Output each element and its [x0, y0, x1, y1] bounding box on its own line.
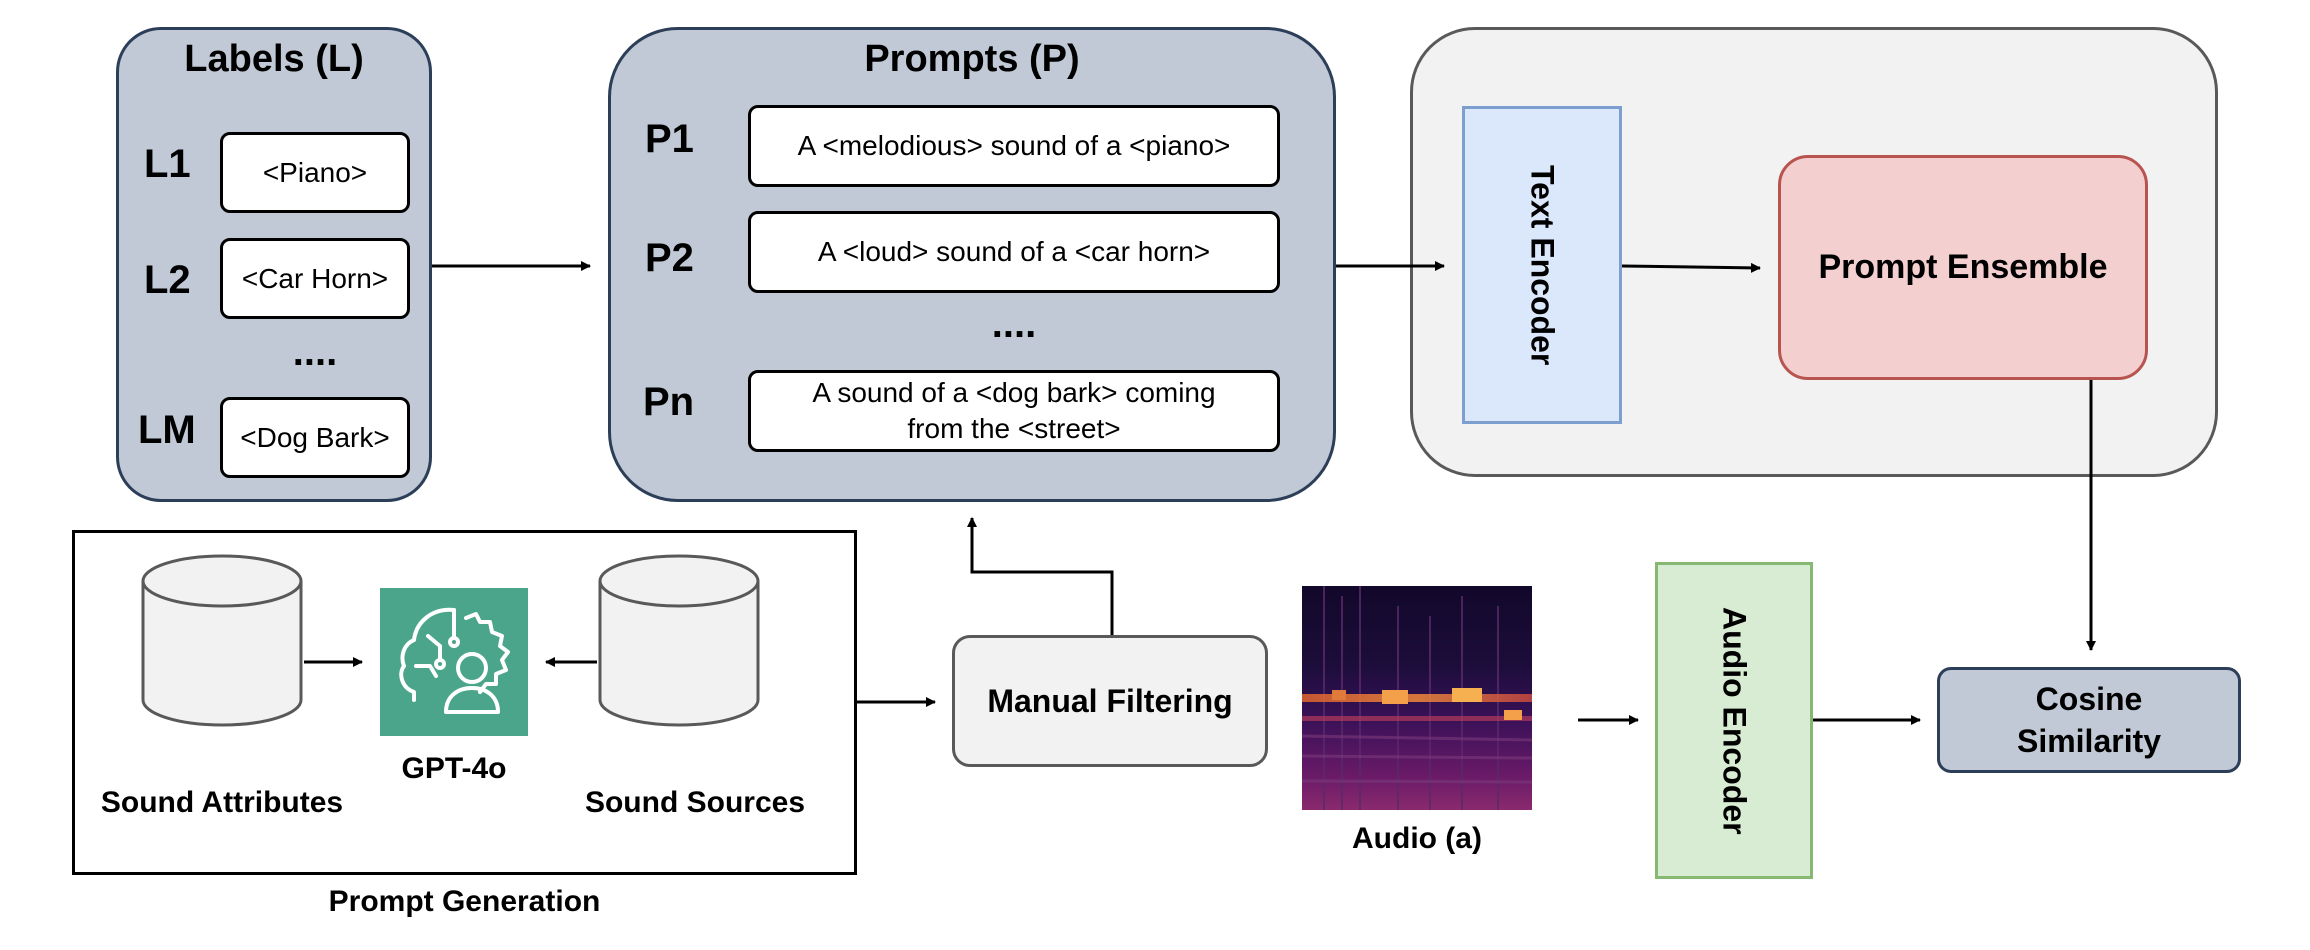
prompt-box-pn: A sound of a <dog bark> coming from the …: [748, 370, 1280, 452]
labels-panel-title: Labels (L): [184, 38, 364, 80]
manual-filtering-box: Manual Filtering: [952, 635, 1268, 767]
arrow-text-encoder-to-ensemble: [1621, 262, 1761, 273]
sound-sources-label: Sound Sources: [584, 786, 806, 819]
prompt-pn-line2: from the <street>: [907, 413, 1121, 444]
prompt-id-p1: P1: [645, 117, 694, 161]
text-encoder-label: Text Encoder: [1524, 164, 1561, 366]
manual-filtering-label: Manual Filtering: [987, 682, 1233, 719]
sound-sources-database-icon: [598, 554, 760, 727]
audio-encoder-box: Audio Encoder: [1655, 562, 1813, 879]
label-box-dog-bark: <Dog Bark>: [220, 397, 410, 478]
prompt-generation-caption: Prompt Generation: [328, 885, 601, 918]
prompts-panel-title: Prompts (P): [864, 38, 1080, 80]
audio-encoder-label: Audio Encoder: [1716, 606, 1753, 835]
prompts-ellipsis: ....: [991, 302, 1037, 346]
sound-attributes-database-icon: [141, 554, 303, 727]
prompt-box-p2: A <loud> sound of a <car horn>: [748, 211, 1280, 293]
prompt-pn-line1: A sound of a <dog bark> coming: [812, 377, 1216, 408]
cosine-similarity-line2: Similarity: [2016, 723, 2162, 759]
prompt-id-p2: P2: [645, 236, 694, 280]
audio-label: Audio (a): [1352, 822, 1482, 855]
label-id-lm: LM: [138, 408, 196, 452]
sound-attributes-label: Sound Attributes: [100, 786, 344, 819]
prompt-ensemble-label: Prompt Ensemble: [1818, 248, 2108, 286]
labels-ellipsis: ....: [292, 330, 338, 374]
gpt-4o-icon: [380, 588, 528, 736]
arrow-filtering-to-prompts: [967, 517, 1114, 635]
label-id-l1: L1: [144, 142, 191, 186]
prompt-ensemble-box: Prompt Ensemble: [1778, 155, 2148, 380]
prompt-id-pn: Pn: [643, 380, 695, 424]
cosine-similarity-box: Cosine Similarity: [1937, 667, 2241, 773]
cosine-similarity-line1: Cosine: [2035, 681, 2143, 717]
label-id-l2: L2: [144, 258, 191, 302]
text-encoder-box: Text Encoder: [1462, 106, 1622, 424]
label-box-piano: <Piano>: [220, 132, 410, 213]
label-box-car-horn: <Car Horn>: [220, 238, 410, 319]
gpt-4o-label: GPT-4o: [401, 752, 507, 785]
prompt-box-p1: A <melodious> sound of a <piano>: [748, 105, 1280, 187]
audio-spectrogram-image: [1302, 586, 1532, 810]
